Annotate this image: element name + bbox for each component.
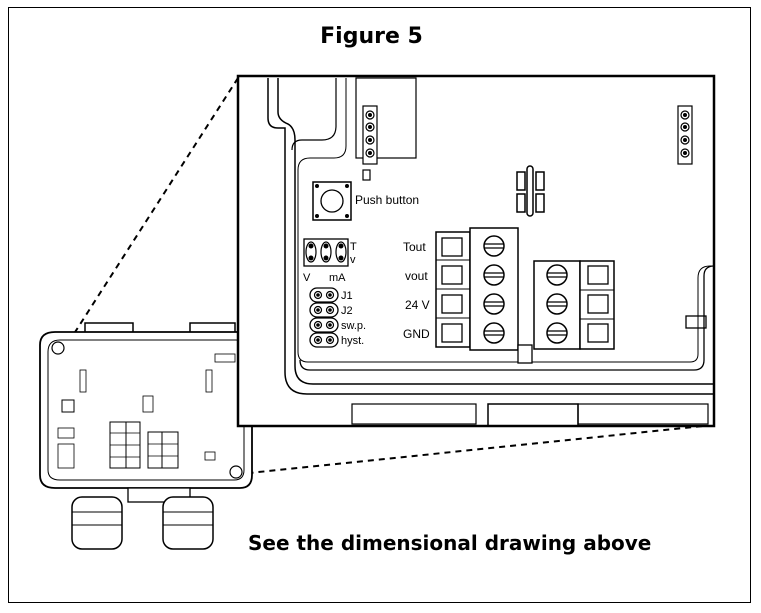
- terminal-label-vout: vout: [405, 269, 428, 283]
- pin-header-left: [362, 105, 378, 165]
- jumper-pin-j2: J2: [341, 305, 353, 317]
- jumper-pin-j1: J1: [341, 290, 353, 302]
- terminal-label-gnd: GND: [403, 327, 430, 341]
- jumper-pin-hyst: hyst.: [341, 335, 364, 347]
- crystal-component: [516, 165, 545, 217]
- jumper-label-v: v: [350, 254, 356, 266]
- detail-view: Push button T v V mA: [236, 74, 716, 428]
- terminal-block-left: [435, 227, 533, 364]
- jumper-pin-column: [309, 287, 339, 348]
- zoom-callout-lines: [51, 77, 714, 476]
- jumper-block-output-type: [303, 238, 349, 267]
- enclosure-overview: [39, 322, 253, 550]
- jumper-pin-swp: sw.p.: [341, 320, 366, 332]
- jumper-label-ma: mA: [329, 272, 346, 284]
- terminal-block-right: [533, 260, 615, 350]
- figure-caption: See the dimensional drawing above: [248, 531, 652, 555]
- push-button-label: Push button: [355, 193, 419, 207]
- jumper-label-t: T: [350, 241, 357, 253]
- figure-title: Figure 5: [320, 24, 423, 49]
- figure-frame: [8, 7, 751, 603]
- terminal-label-tout: Tout: [403, 240, 426, 254]
- jumper-label-volt: V: [303, 272, 311, 284]
- push-button-component: [312, 181, 352, 221]
- terminal-label-24v: 24 V: [405, 298, 430, 312]
- pin-header-right: [677, 105, 693, 165]
